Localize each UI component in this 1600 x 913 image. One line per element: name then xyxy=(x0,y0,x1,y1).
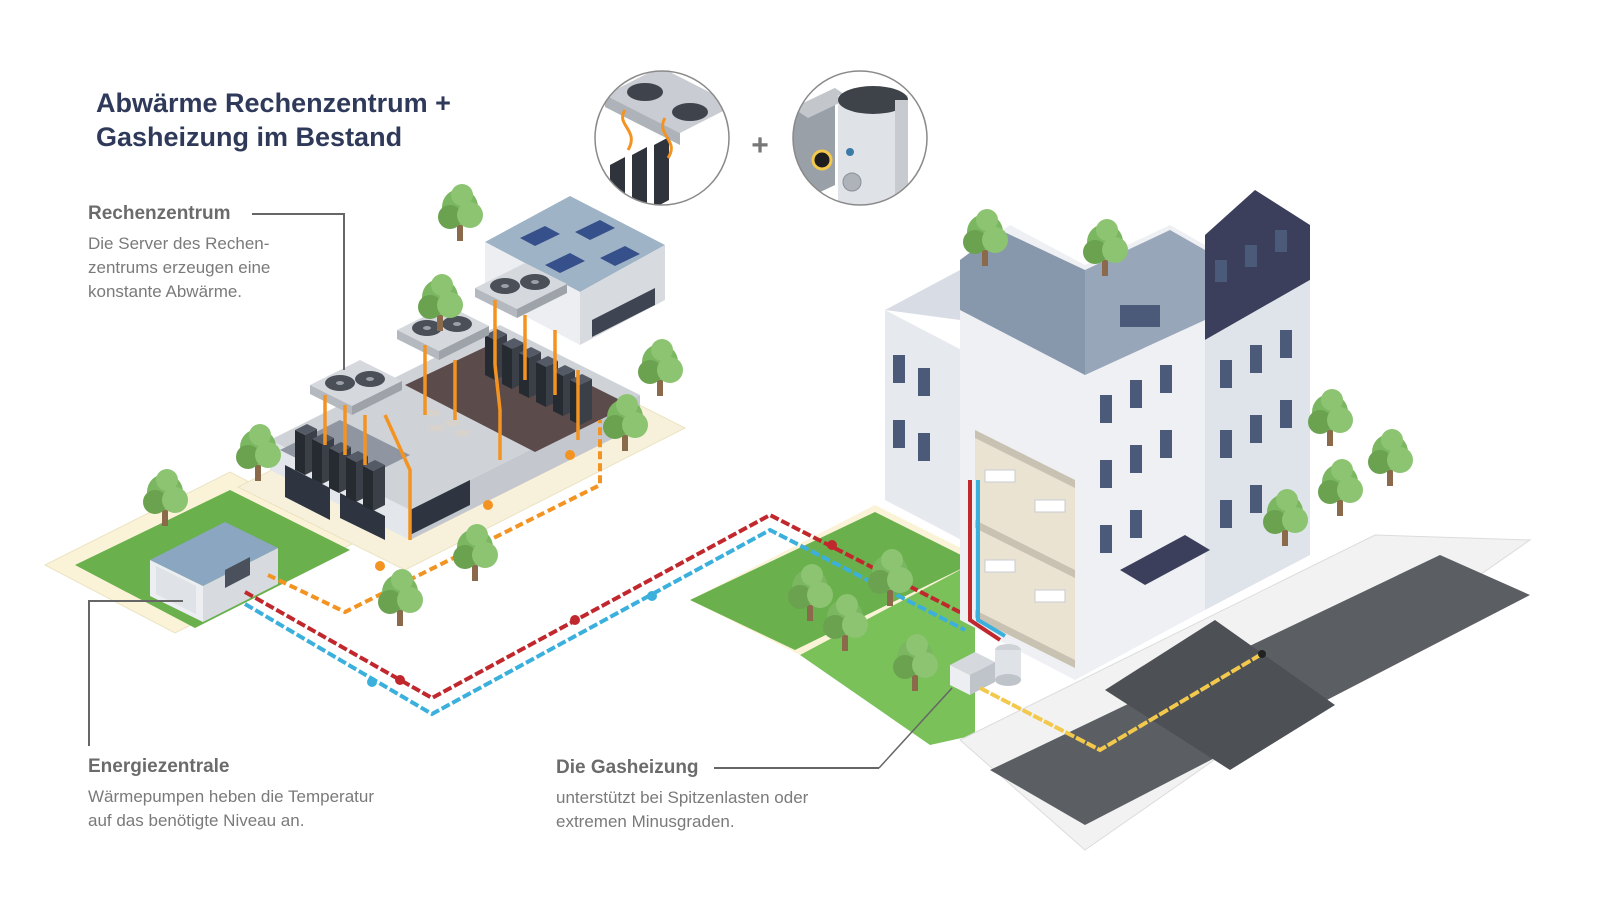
title-line-1: Abwärme Rechenzentrum + xyxy=(96,88,451,118)
leader-energiezentrale-v xyxy=(88,600,90,746)
callout-gasheizung-line-1: unterstützt bei Spitzenlasten oder xyxy=(556,788,809,807)
waste-heat-line xyxy=(267,420,602,615)
callout-gasheizung-text: unterstützt bei Spitzenlasten oder extre… xyxy=(556,786,808,834)
callout-energiezentrale-line-1: Wärmepumpen heben die Temperatur xyxy=(88,787,375,806)
callout-gasheizung: Die Gasheizung unterstützt bei Spitzenla… xyxy=(556,756,808,834)
gas-boiler-icon xyxy=(792,70,928,206)
callout-gasheizung-heading: Die Gasheizung xyxy=(556,757,699,778)
leader-rechenzentrum-v xyxy=(343,213,345,370)
title-line-2: Gasheizung im Bestand xyxy=(96,122,403,152)
residential-building xyxy=(885,190,1310,695)
server-fan-heat-icon xyxy=(594,70,730,206)
leader-gasheizung-diag xyxy=(878,687,953,769)
callout-energiezentrale-text: Wärmepumpen heben die Temperatur auf das… xyxy=(88,785,374,833)
leader-energiezentrale-h xyxy=(88,600,183,602)
callout-rechenzentrum-line-3: konstante Abwärme. xyxy=(88,282,243,301)
leader-rechenzentrum-h xyxy=(252,213,344,215)
callout-rechenzentrum-text: Die Server des Rechen- zentrums erzeugen… xyxy=(88,232,270,304)
gas-boiler xyxy=(950,644,1021,695)
plus-sign: + xyxy=(751,129,769,162)
gas-line xyxy=(979,653,1262,753)
callout-rechenzentrum-line-1: Die Server des Rechen- xyxy=(88,234,270,253)
callout-energiezentrale: Energiezentrale Wärmepumpen heben die Te… xyxy=(88,755,374,833)
callout-rechenzentrum-heading: Rechenzentrum xyxy=(88,203,231,224)
callout-rechenzentrum-line-2: zentrums erzeugen eine xyxy=(88,258,271,277)
diagram-title: Abwärme Rechenzentrum + Gasheizung im Be… xyxy=(96,86,451,154)
leader-gasheizung-h xyxy=(714,767,879,769)
gas-line-endpoint xyxy=(1258,650,1266,658)
pipe-flow-markers xyxy=(367,450,837,687)
callout-energiezentrale-line-2: auf das benötigte Niveau an. xyxy=(88,811,305,830)
callout-gasheizung-line-2: extremen Minusgraden. xyxy=(556,812,735,831)
data-center xyxy=(270,263,640,540)
callout-rechenzentrum: Rechenzentrum Die Server des Rechen- zen… xyxy=(88,202,270,304)
energy-center xyxy=(150,522,278,622)
callout-energiezentrale-heading: Energiezentrale xyxy=(88,756,230,777)
